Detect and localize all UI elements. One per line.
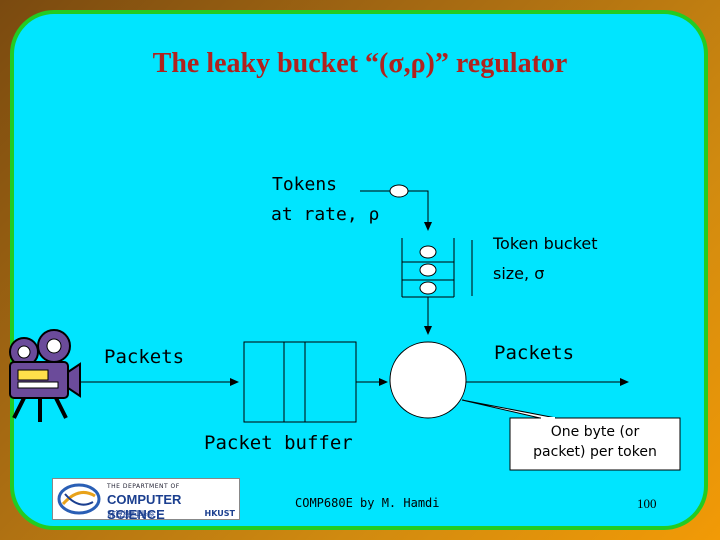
regulator-circle (389, 341, 467, 419)
packets-out-label: Packets (494, 342, 575, 364)
slide-title: The leaky bucket “(σ,ρ)” regulator (152, 48, 568, 79)
logo-chinese-text: 計算機科學系 (107, 510, 155, 519)
token-bucket (401, 238, 455, 298)
callout-line1: One byte (or (550, 424, 640, 440)
tokens-label-line1: Tokens (272, 174, 338, 195)
bucket-label-line2: size, σ (493, 264, 545, 283)
token-source-knob (389, 184, 409, 198)
tokens-label-line2: at rate, ρ (271, 204, 380, 225)
packet-buffer-label: Packet buffer (204, 432, 353, 454)
token-arrow (408, 190, 432, 231)
callout-box (509, 417, 681, 471)
callout-line2: packet) per token (533, 444, 657, 460)
token (419, 263, 437, 277)
logo-swirl-icon (57, 483, 101, 515)
logo-dept-text: THE DEPARTMENT OF (107, 483, 180, 490)
token (419, 245, 437, 259)
footer-course: COMP680E by M. Hamdi (295, 496, 440, 510)
slide-panel (10, 10, 708, 530)
video-camera-icon (9, 329, 81, 422)
logo-name-text: COMPUTER SCIENCE (107, 492, 182, 522)
packets-in-label: Packets (104, 346, 185, 368)
logo-school-text: HKUST (204, 509, 235, 518)
department-logo: THE DEPARTMENT OF COMPUTER SCIENCE 計算機科學… (52, 478, 240, 522)
token (419, 281, 437, 295)
bucket-label-line1: Token bucket (493, 234, 598, 253)
page-number: 100 (637, 496, 657, 511)
